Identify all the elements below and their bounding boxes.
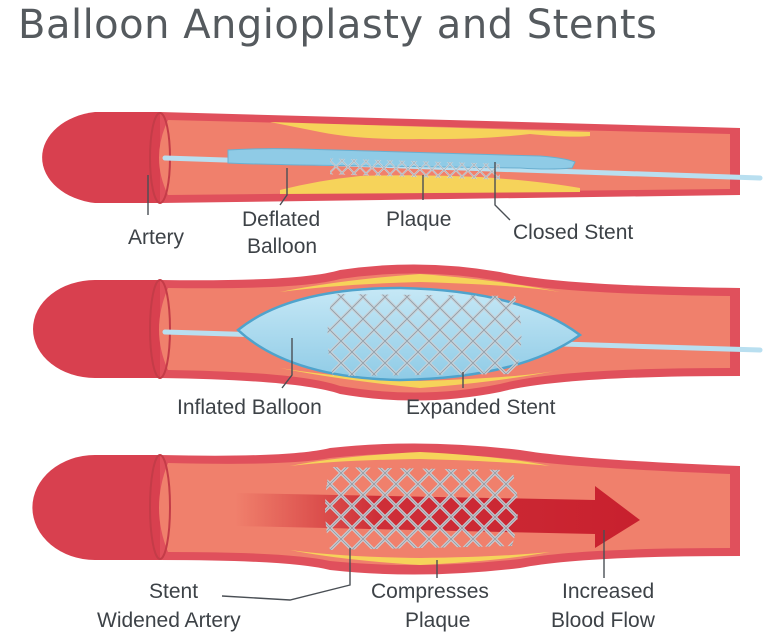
- artery-wall: [32, 455, 161, 560]
- artery-wall: [42, 112, 160, 203]
- stent: [325, 467, 518, 550]
- leader-lines: [147, 162, 605, 601]
- plaque-deposit: [280, 175, 580, 194]
- label-closed-stent: Closed Stent: [513, 221, 633, 244]
- compressed-plaque: [290, 550, 550, 565]
- plaque-deposit: [270, 122, 590, 140]
- compressed-plaque: [290, 452, 550, 466]
- plaque-deposit: [280, 274, 560, 292]
- panel-deflated: [42, 112, 763, 204]
- label-expanded-stent: Expanded Stent: [406, 396, 556, 419]
- plaque-deposit: [280, 368, 560, 388]
- page-title: Balloon Angioplasty and Stents: [18, 2, 658, 48]
- artery-wall: [33, 280, 160, 378]
- artery-opening: [149, 454, 171, 560]
- label-plaque-compressed: Plaque: [405, 609, 470, 632]
- label-compresses: Compresses: [371, 580, 489, 603]
- labels: Artery Deflated Balloon Plaque Closed St…: [97, 208, 656, 632]
- label-deflated-balloon-line1: Deflated: [242, 208, 320, 231]
- label-plaque: Plaque: [386, 208, 451, 231]
- label-stent: Stent: [149, 580, 198, 603]
- expanded-stent: [327, 294, 522, 376]
- closed-stent: [330, 158, 500, 180]
- artery-opening: [149, 279, 171, 379]
- label-deflated-balloon-line2: Balloon: [247, 235, 317, 258]
- label-inflated-balloon: Inflated Balloon: [177, 396, 322, 419]
- panel-stented: [32, 443, 740, 575]
- label-artery: Artery: [128, 226, 185, 249]
- panel-inflated: [33, 264, 763, 401]
- label-increased: Increased: [562, 580, 654, 603]
- label-widened-artery: Widened Artery: [97, 609, 241, 632]
- label-blood-flow: Blood Flow: [551, 609, 656, 632]
